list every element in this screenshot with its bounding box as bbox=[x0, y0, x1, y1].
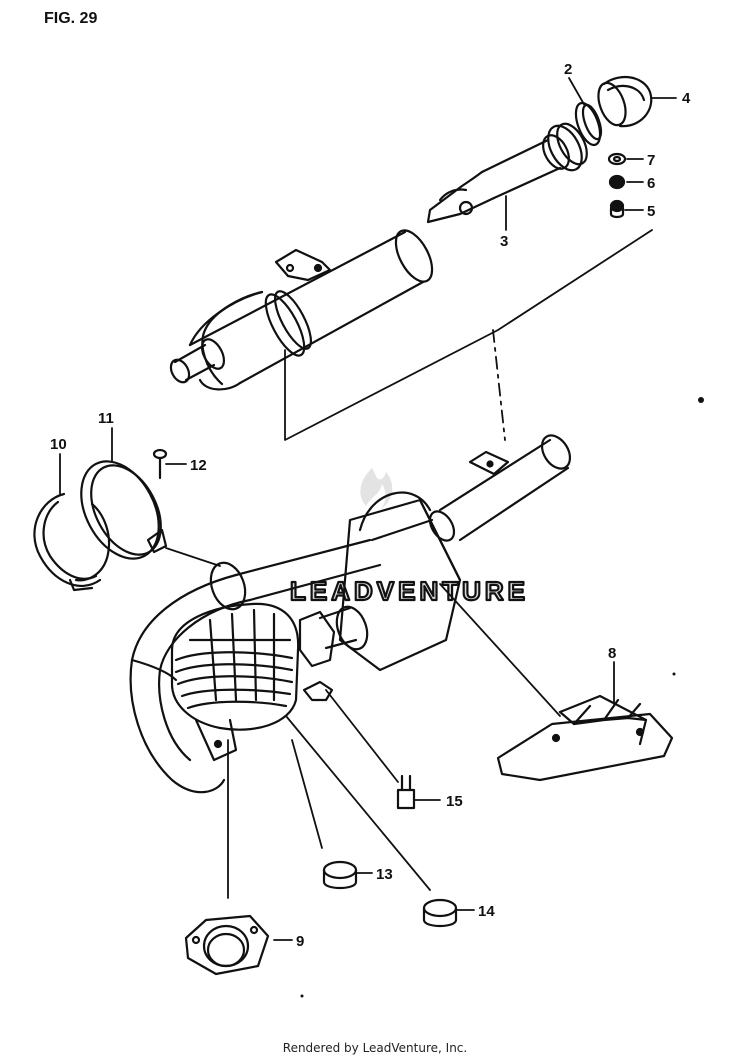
callout-5: 5 bbox=[647, 203, 655, 220]
figure-label: FIG. 29 bbox=[44, 10, 98, 27]
silencer-assembly bbox=[169, 229, 434, 391]
callout-3: 3 bbox=[500, 233, 508, 250]
exhaust-gasket bbox=[184, 914, 270, 976]
callout-9: 9 bbox=[296, 933, 304, 950]
leader-lines bbox=[59, 77, 677, 941]
fastener-set bbox=[607, 152, 627, 219]
engine-exhaust-assembly bbox=[129, 434, 572, 794]
cap-part-14 bbox=[422, 898, 458, 928]
clamp-band-large bbox=[33, 492, 111, 592]
callout-11: 11 bbox=[98, 410, 114, 427]
clamp-band bbox=[80, 460, 168, 560]
callout-10: 10 bbox=[50, 436, 67, 453]
cap-part-13 bbox=[322, 860, 358, 890]
watermark-text: LEADVENTURE bbox=[290, 576, 529, 606]
callout-8: 8 bbox=[608, 645, 616, 662]
callout-13: 13 bbox=[376, 866, 393, 883]
ring-gasket bbox=[574, 101, 602, 147]
callout-6: 6 bbox=[647, 175, 655, 192]
callout-14: 14 bbox=[478, 903, 495, 920]
heat-shield bbox=[496, 694, 674, 782]
callout-4: 4 bbox=[682, 90, 691, 107]
assembly-leader bbox=[284, 229, 653, 441]
screw-part-12 bbox=[152, 448, 168, 480]
watermark: LEADVENTURE bbox=[289, 468, 529, 607]
footer-credit: Rendered by LeadVenture, Inc. bbox=[282, 1041, 468, 1055]
callout-numbers: 2 4 7 6 5 3 11 10 12 8 15 13 14 9 bbox=[50, 61, 691, 950]
callout-7: 7 bbox=[647, 152, 655, 169]
callout-2: 2 bbox=[564, 61, 572, 78]
inner-baffle-pipe bbox=[426, 122, 588, 224]
bolt-part-15 bbox=[396, 774, 416, 810]
end-cap bbox=[597, 75, 653, 128]
mark-dot bbox=[698, 397, 704, 403]
callout-12: 12 bbox=[190, 457, 207, 474]
callout-15: 15 bbox=[446, 793, 463, 810]
